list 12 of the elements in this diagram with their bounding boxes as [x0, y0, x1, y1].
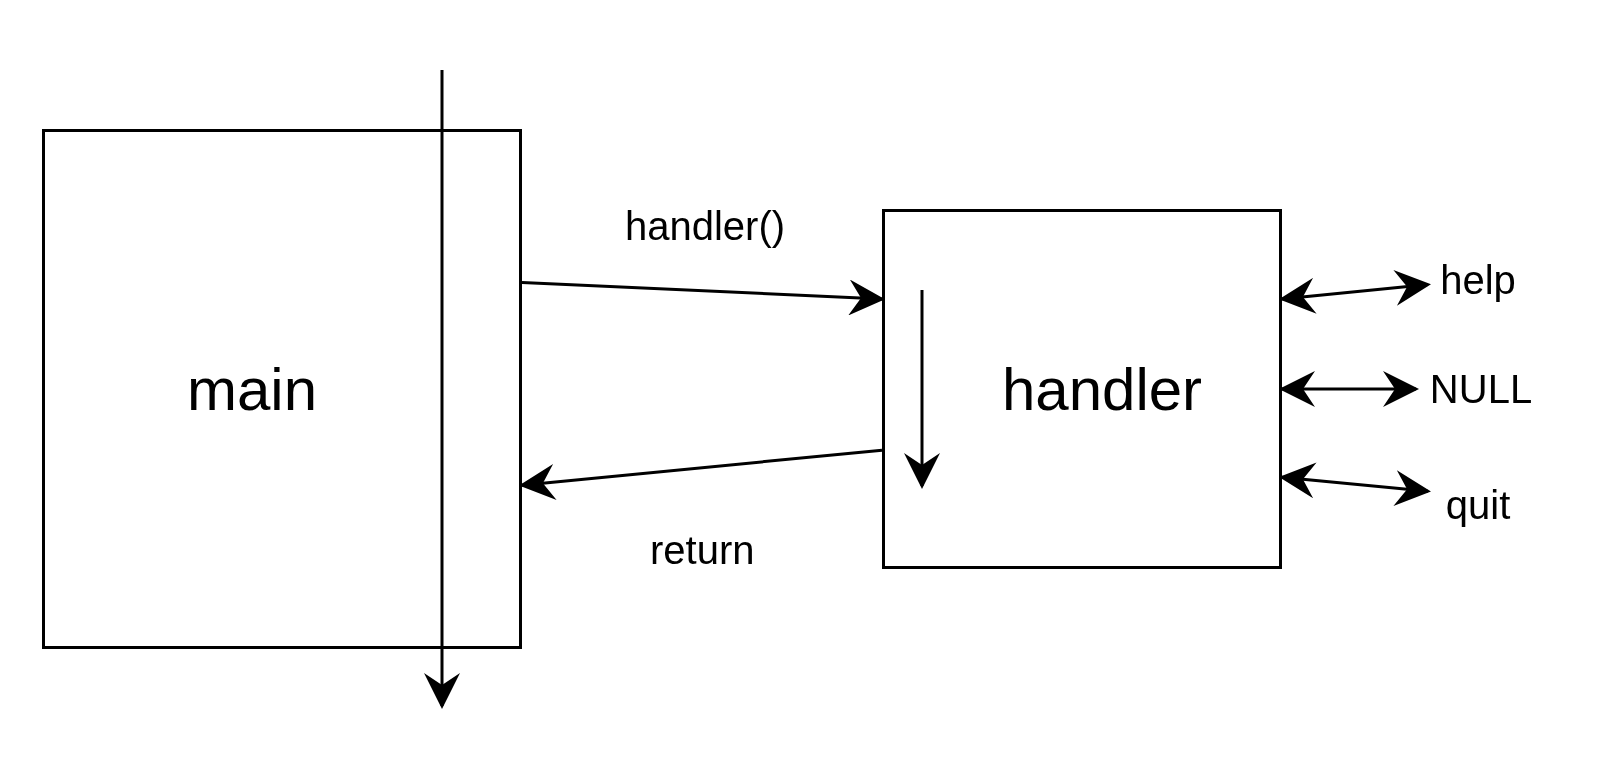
option-label: quit	[1428, 482, 1528, 528]
box-label: handler	[1001, 354, 1203, 424]
arrow	[1279, 462, 1431, 506]
process-box	[42, 129, 522, 649]
option-label: NULL	[1416, 366, 1546, 412]
arrow	[521, 279, 885, 316]
box-label: main	[186, 354, 318, 424]
arrow	[519, 448, 883, 500]
option-label: help	[1428, 257, 1528, 303]
process-box	[882, 209, 1282, 569]
arrow	[1279, 269, 1431, 314]
arrow	[1279, 371, 1419, 407]
